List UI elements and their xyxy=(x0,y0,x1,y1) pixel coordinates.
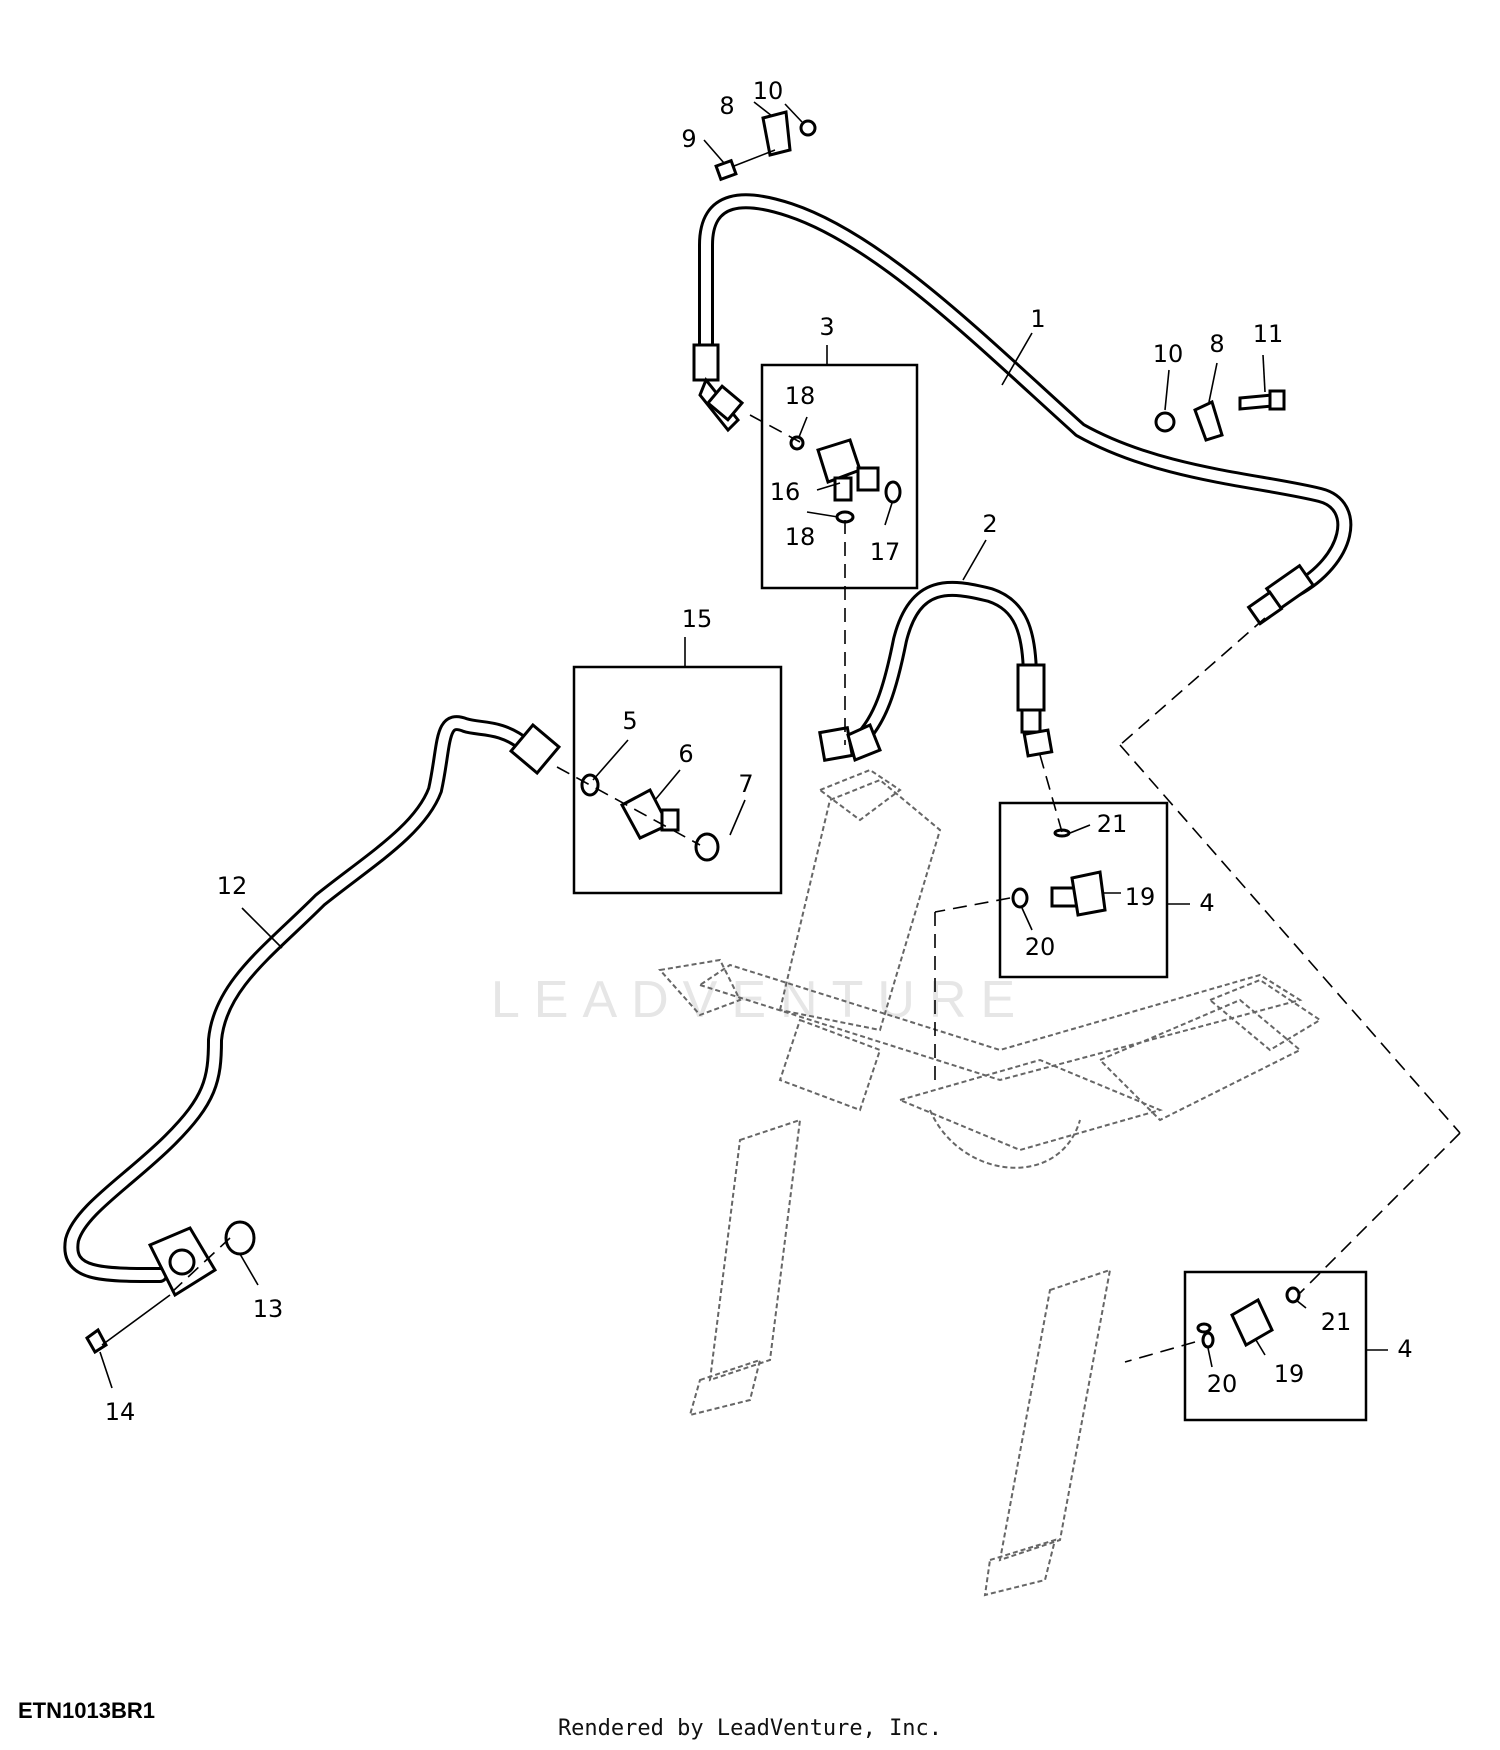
callout-16: 16 xyxy=(770,478,801,506)
callout-14: 14 xyxy=(105,1398,136,1426)
render-credit: Rendered by LeadVenture, Inc. xyxy=(557,1716,943,1741)
watermark: LEADVENTURE xyxy=(490,971,1030,1029)
hydraulic-line-12 xyxy=(63,715,562,1298)
fitting-kit-3 xyxy=(789,435,902,524)
callout-21-upper: 21 xyxy=(1097,810,1128,838)
fitting-kit-15 xyxy=(580,773,720,862)
fitting-kit-4-lower xyxy=(1196,1286,1301,1349)
callout-19-upper: 19 xyxy=(1125,883,1156,911)
callout-12: 12 xyxy=(217,872,248,900)
flange-parts xyxy=(85,1220,256,1355)
clamp-hardware-right xyxy=(1154,389,1286,442)
kit-box-4-upper xyxy=(998,801,1169,979)
callout-5: 5 xyxy=(622,707,637,735)
callout-6: 6 xyxy=(678,740,693,768)
callout-20-lower: 20 xyxy=(1207,1370,1238,1398)
callout-15: 15 xyxy=(682,605,713,633)
callout-18-bottom: 18 xyxy=(785,523,816,551)
callout-8-right: 8 xyxy=(1209,330,1224,358)
kit-box-15 xyxy=(572,665,783,895)
hydraulic-line-1 xyxy=(692,193,1353,626)
callout-1: 1 xyxy=(1030,305,1045,333)
callout-3: 3 xyxy=(819,313,834,341)
callout-13: 13 xyxy=(253,1295,284,1323)
parts-diagram: 1 2 3 4 4 5 6 7 8 8 9 10 10 11 12 13 14 … xyxy=(63,77,1461,1597)
callout-8-top: 8 xyxy=(719,92,734,120)
fitting-kit-4-upper xyxy=(1011,828,1107,917)
kit-box-3 xyxy=(760,363,919,590)
callout-21-lower: 21 xyxy=(1321,1308,1352,1336)
callout-10-right: 10 xyxy=(1153,340,1184,368)
callout-18-top: 18 xyxy=(785,382,816,410)
leader-lines xyxy=(99,101,1388,1389)
callout-10-top: 10 xyxy=(753,77,784,105)
callout-17: 17 xyxy=(870,538,901,566)
callout-4-upper: 4 xyxy=(1199,889,1214,917)
callout-4-lower: 4 xyxy=(1397,1335,1412,1363)
callout-20-upper: 20 xyxy=(1025,933,1056,961)
callouts: 1 2 3 4 4 5 6 7 8 8 9 10 10 11 12 13 14 … xyxy=(105,77,1413,1426)
clamp-hardware-top xyxy=(714,110,817,182)
callout-19-lower: 19 xyxy=(1274,1360,1305,1388)
callout-11: 11 xyxy=(1253,320,1284,348)
callout-2: 2 xyxy=(982,510,997,538)
callout-7: 7 xyxy=(738,770,753,798)
connection-lines xyxy=(171,414,1461,1363)
lift-frame-ghost xyxy=(658,768,1322,1597)
hydraulic-line-2 xyxy=(818,580,1054,763)
callout-9: 9 xyxy=(681,125,696,153)
diagram-code: ETN1013BR1 xyxy=(18,1698,155,1723)
kit-box-4-lower xyxy=(1183,1270,1368,1422)
